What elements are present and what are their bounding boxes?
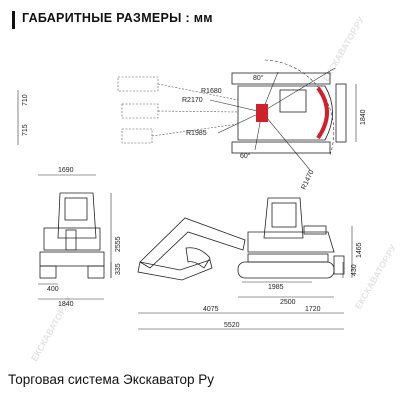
top-track-upper	[231, 72, 331, 85]
front-body	[43, 227, 101, 251]
side-undercarriage	[247, 253, 329, 263]
radius-r2170: R2170	[182, 97, 203, 104]
top-upper-body	[237, 85, 333, 141]
radius-r1985: R1985	[186, 130, 207, 137]
dim-715: 715	[22, 124, 29, 136]
dim-1985: 1985	[268, 284, 284, 291]
top-blade	[335, 83, 347, 143]
angle-80: 80°	[253, 74, 264, 82]
top-boom-base	[256, 104, 268, 122]
front-view: 1690 2555 335 400 1840	[38, 167, 122, 308]
dim-1465: 1465	[356, 242, 363, 258]
front-cab-window	[64, 197, 88, 221]
top-cab	[279, 89, 307, 113]
front-cab	[57, 192, 97, 239]
side-blade	[333, 255, 345, 275]
dim-4075: 4075	[203, 306, 219, 313]
front-track-right	[87, 265, 105, 279]
angle-60: 60°	[240, 152, 251, 160]
top-arm-dashed	[117, 76, 239, 144]
side-bucket	[185, 247, 211, 269]
dim-1840-top: 1840	[360, 109, 367, 125]
radius-line-2170	[209, 99, 263, 113]
dim-1840-front: 1840	[58, 301, 74, 308]
side-boom	[139, 217, 246, 269]
side-cab-window	[271, 202, 297, 228]
front-seat	[65, 229, 77, 251]
top-counterweight	[316, 86, 329, 140]
dim-335: 335	[115, 263, 122, 275]
top-track-lower	[231, 141, 331, 154]
dim-430: 430	[351, 264, 358, 276]
side-view: 1465 430 1985 2500 4075 1720 5520	[137, 197, 363, 330]
dim-5520: 5520	[224, 322, 240, 329]
dim-710: 710	[22, 94, 29, 106]
dim-2500: 2500	[280, 299, 296, 306]
dim-2555: 2555	[115, 236, 122, 252]
dim-1720: 1720	[305, 306, 321, 313]
front-track-left	[39, 265, 57, 279]
radius-r1680: R1680	[201, 88, 222, 95]
side-cab	[263, 197, 304, 239]
front-blade	[39, 251, 105, 267]
side-engine-cover	[303, 225, 327, 235]
page-title: ГАБАРИТНЫЕ РАЗМЕРЫ : мм	[22, 11, 213, 25]
side-arm	[137, 259, 213, 281]
radius-r1470: R1470	[300, 169, 315, 191]
footer-caption: Торговая система Экскаватор Ру	[8, 372, 215, 387]
top-view: 710 715 1840 R1680 R2170 R1985 R1470 80°…	[17, 59, 367, 191]
side-upper-body	[247, 231, 335, 253]
title-bar	[12, 11, 15, 29]
radius-line-1470	[261, 111, 311, 171]
side-track	[237, 261, 335, 279]
dim-1690: 1690	[58, 167, 74, 174]
radius-line-1985	[217, 111, 263, 134]
dim-400: 400	[47, 286, 59, 293]
